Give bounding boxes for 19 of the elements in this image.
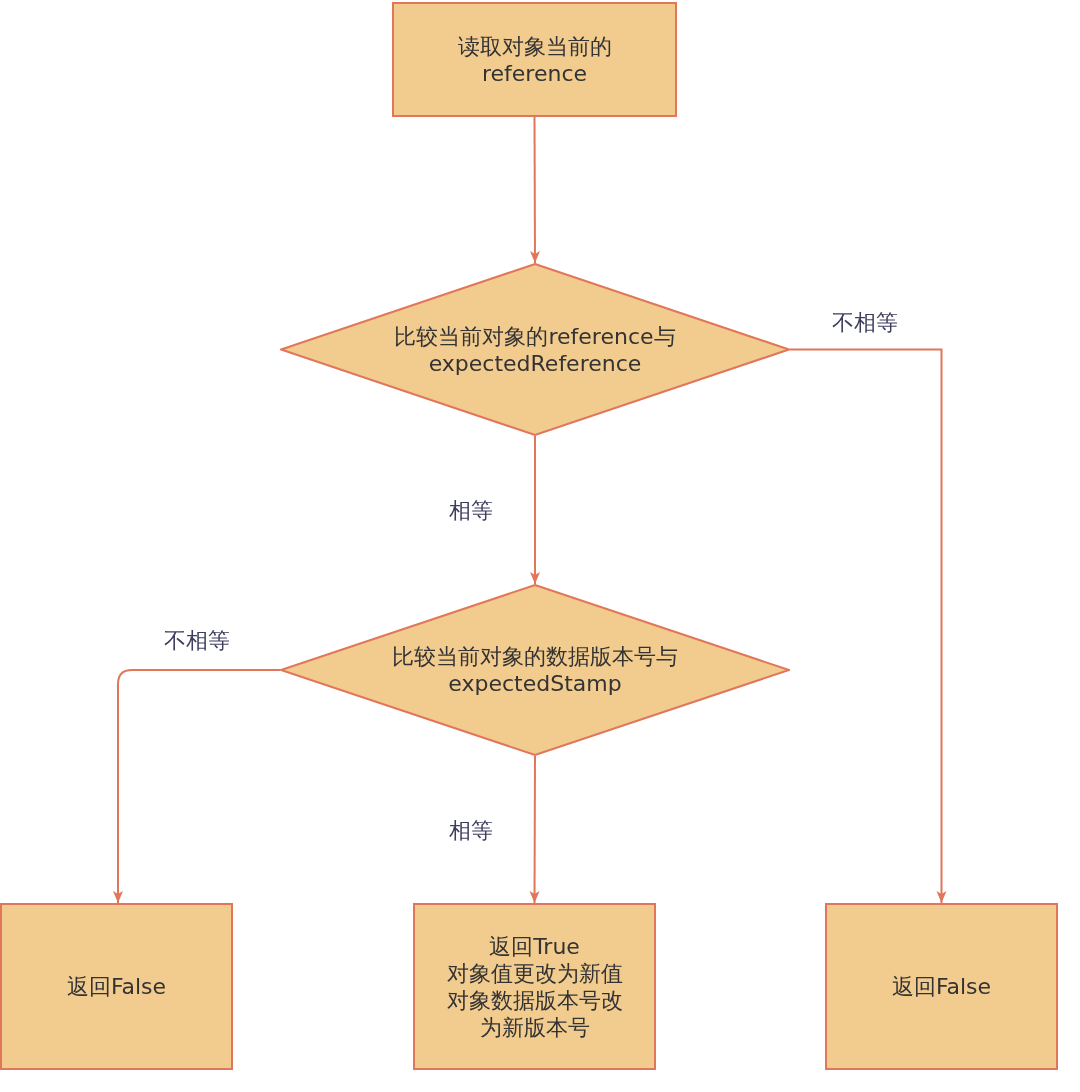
arrow: [529, 116, 540, 264]
arrow: [789, 348, 947, 904]
decision-diamond: [280, 584, 790, 756]
node-text: 返回False: [66, 973, 167, 1000]
node-text: 比较当前对象的数据版本号与expectedStamp: [391, 643, 679, 697]
node-text: 返回True: [489, 932, 580, 960]
process-box: [825, 903, 1058, 1070]
arrow: [113, 669, 281, 904]
process-box: [413, 903, 656, 1070]
node-text: 读取对象当前的reference: [456, 32, 613, 87]
decision-diamond: [280, 263, 790, 436]
process-box: [0, 903, 233, 1070]
node-text: 比较当前对象的reference与expectedReference: [393, 322, 677, 377]
node-text: 对象值更改为新值: [446, 959, 623, 987]
arrow: [530, 435, 540, 585]
process-box: [392, 2, 677, 117]
node-text: 对象数据版本号改为新版本号: [445, 986, 624, 1041]
arrow: [529, 755, 540, 904]
node-text: 返回False: [891, 973, 992, 1000]
